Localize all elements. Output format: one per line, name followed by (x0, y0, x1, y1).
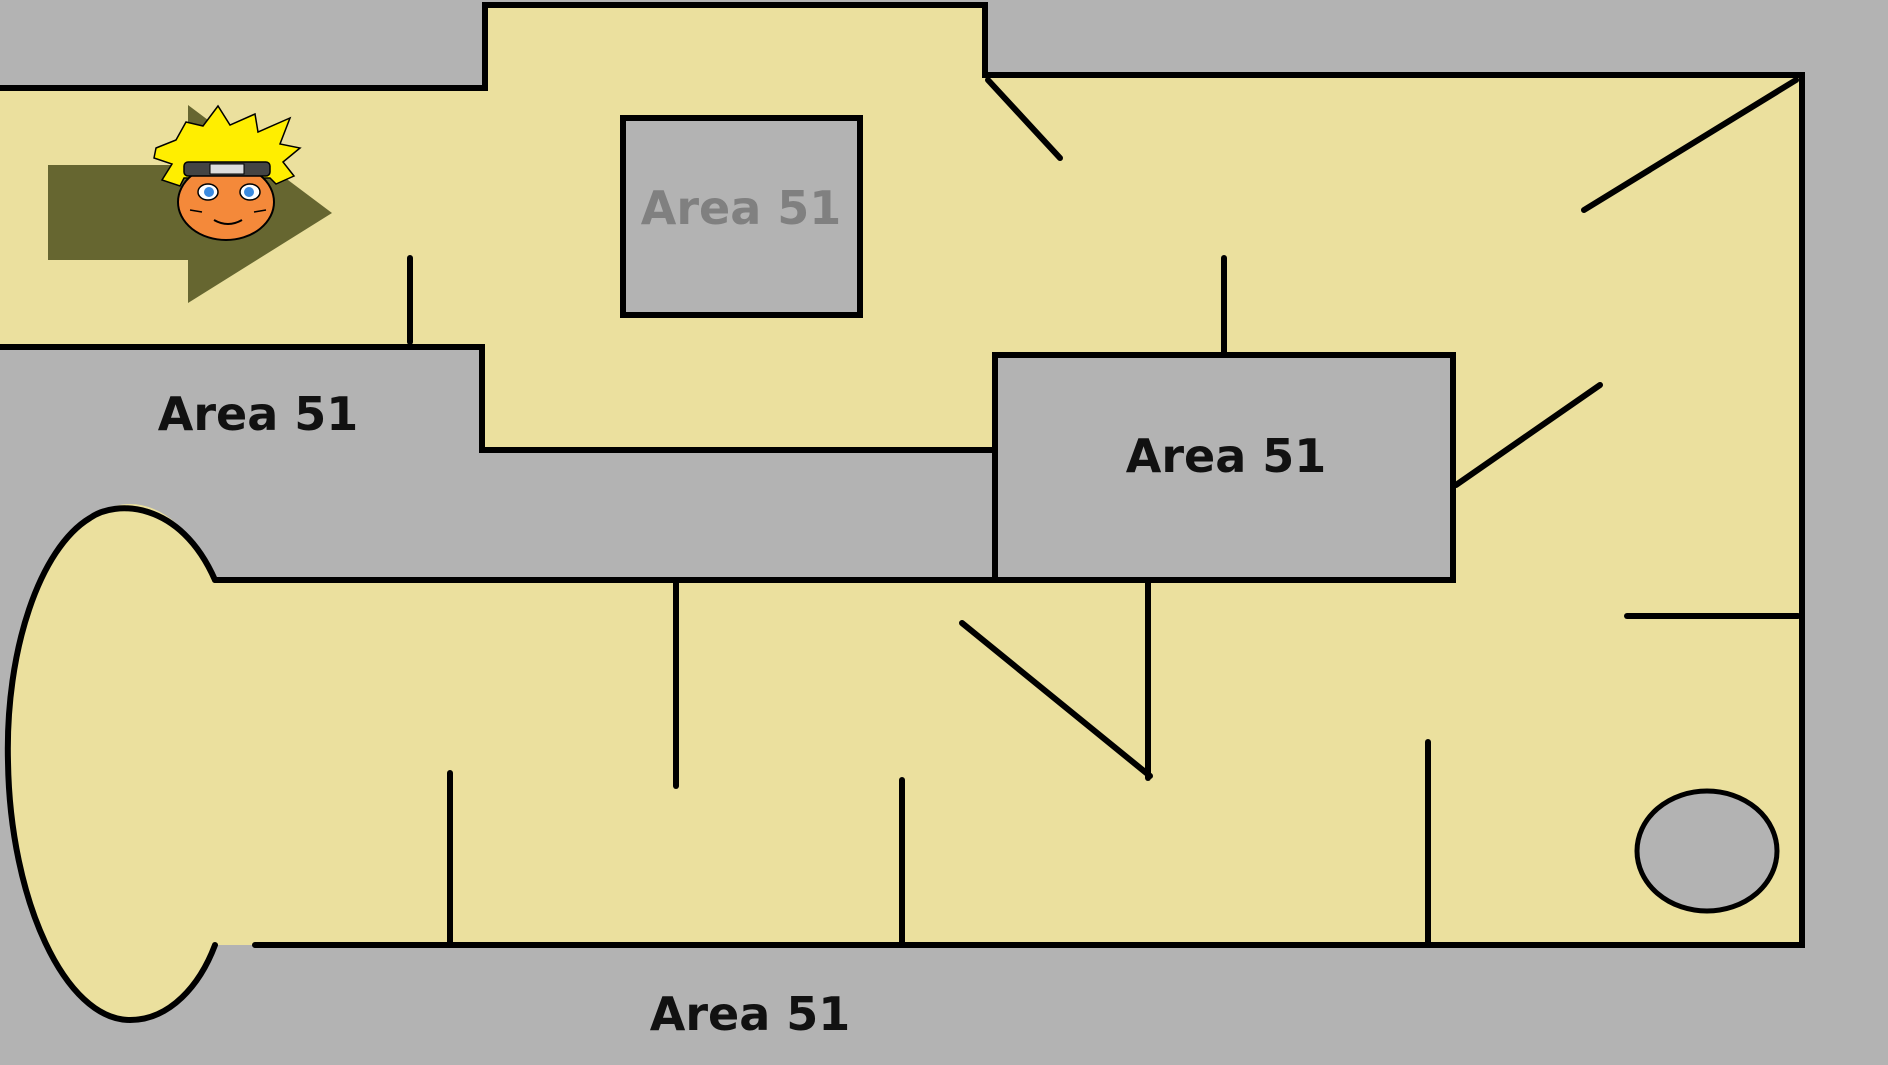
label-bottom: Area 51 (650, 987, 851, 1041)
player-avatar[interactable] (153, 104, 302, 241)
inner-room (620, 115, 863, 318)
player-whisker (189, 209, 203, 213)
wall-seg-5 (1453, 382, 1603, 488)
label-center-block: Area 51 (1126, 429, 1327, 483)
label-inner-room: Area 51 (641, 181, 842, 235)
label-left-block: Area 51 (158, 387, 359, 441)
player-headband-plate (209, 163, 245, 175)
wall-seg-2 (985, 77, 1063, 161)
floor-left-bulb (8, 504, 252, 1020)
player-pupil-right (244, 187, 254, 197)
wall-left-bulb (4, 505, 218, 1024)
wall-top-left (0, 2, 1805, 948)
player-pupil-left (204, 187, 214, 197)
floor-lower-corridor (210, 580, 1802, 945)
walls (0, 2, 1805, 1024)
wall-seg-4 (1581, 77, 1799, 213)
floor-upper (0, 5, 1802, 945)
goal-hole[interactable] (1634, 788, 1780, 914)
player-mouth (213, 219, 243, 225)
wall-left-corridor-bottom (0, 344, 998, 453)
wall-seg-9 (959, 620, 1153, 779)
floor (0, 5, 1802, 1020)
player-whisker (253, 209, 267, 213)
